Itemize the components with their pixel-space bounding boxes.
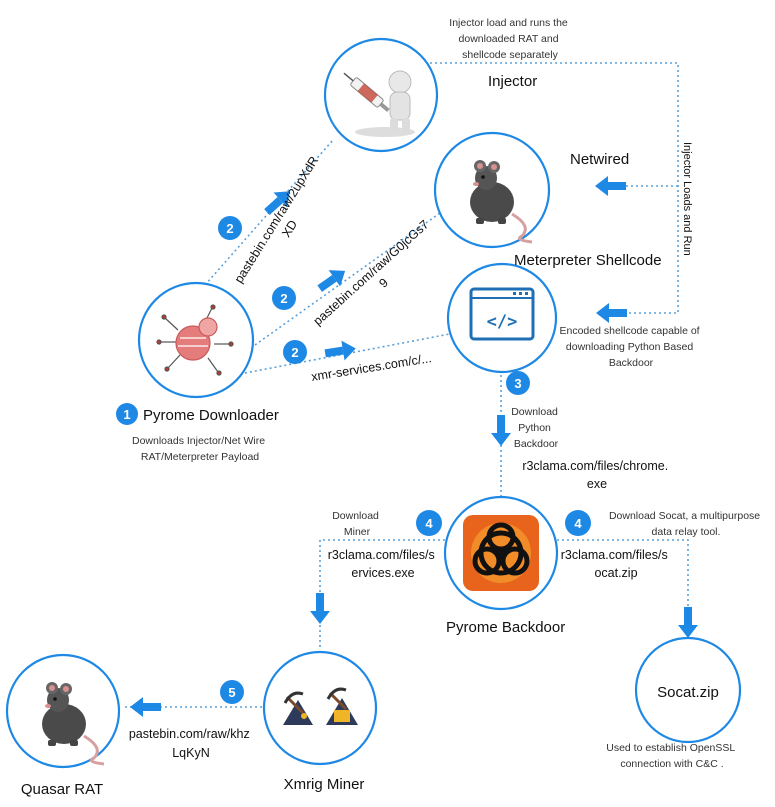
injector-title: Injector (488, 73, 537, 90)
injector-loads-run-label: Injector Loads and Run (681, 142, 693, 256)
edge-backdoor-socat (557, 539, 689, 630)
download-python-label: Download Python Backdoor (511, 406, 561, 450)
arrow-to-socat (678, 607, 698, 638)
chrome-url: r3clama.com/files/chrome. exe (522, 459, 671, 491)
socat-desc: Used to establish OpenSSL connection wit… (606, 742, 738, 770)
node-netwired (433, 131, 551, 249)
downloader-title: Pyrome Downloader (143, 407, 279, 424)
step-badge-3: 3 (506, 371, 530, 395)
step-badge-4: 4 (416, 510, 442, 536)
arrow-to-netwired (595, 176, 626, 196)
injector-url: pastebin.com/raw/2upXdR XD (232, 151, 337, 294)
arrow-to-quasar (130, 697, 161, 717)
svg-text:5: 5 (228, 685, 235, 700)
step-badges: 1 2 2 2 3 4 4 5 (116, 216, 591, 704)
svg-text:1: 1 (123, 407, 130, 422)
node-backdoor (443, 495, 559, 611)
pickaxe-icon (283, 687, 358, 725)
node-quasar (5, 653, 121, 769)
node-titles: Injector Netwired Meterpreter Shellcode … (21, 73, 719, 798)
svg-text:3: 3 (514, 376, 521, 391)
step-badge-2: 2 (283, 340, 307, 364)
socat-title: Socat.zip (657, 684, 719, 701)
svg-text:</>: </> (487, 312, 518, 332)
syringe-figure-icon (343, 70, 415, 137)
xmrig-title: Xmrig Miner (284, 776, 365, 793)
download-miner-label: Download Miner (332, 510, 382, 538)
injector-desc: Injector load and runs the downloaded RA… (449, 17, 570, 61)
svg-text:4: 4 (574, 516, 582, 531)
node-injector (323, 37, 439, 153)
quasar-title: Quasar RAT (21, 781, 103, 798)
socat-url: r3clama.com/files/s ocat.zip (561, 548, 671, 580)
descriptions: Injector load and runs the downloaded RA… (132, 17, 763, 770)
biohazard-icon (463, 515, 539, 591)
step-badge-2: 2 (218, 216, 242, 240)
svg-text:4: 4 (425, 516, 433, 531)
backdoor-title: Pyrome Backdoor (446, 619, 565, 636)
node-xmrig (262, 650, 378, 766)
node-socat (634, 636, 742, 744)
bug-icon (156, 304, 234, 376)
netwired-title: Netwired (570, 151, 629, 168)
node-meterpreter: </> (446, 262, 558, 374)
step-badge-4: 4 (565, 510, 591, 536)
step-badge-1: 1 (116, 403, 138, 425)
edge-backdoor-xmrig (319, 539, 445, 650)
step-badge-5: 5 (220, 680, 244, 704)
meterpreter-title: Meterpreter Shellcode (514, 252, 662, 269)
arrow-to-xmrig (310, 593, 330, 624)
code-window-icon: </> (469, 287, 535, 341)
arrows (130, 176, 698, 717)
svg-text:2: 2 (291, 345, 298, 360)
svg-text:2: 2 (226, 221, 233, 236)
step-badge-2: 2 (272, 286, 296, 310)
arrow-to-backdoorsrv (324, 340, 356, 361)
services-url: r3clama.com/files/s ervices.exe (328, 548, 438, 580)
arrow-to-injector (264, 191, 290, 216)
download-socat-label: Download Socat, a multipurpose data rela… (609, 510, 763, 538)
svg-text:2: 2 (280, 291, 287, 306)
encoded-desc: Encoded shellcode capable of downloading… (559, 325, 702, 369)
node-downloader (137, 281, 255, 399)
quasar-url: pastebin.com/raw/khz LqKyN (129, 727, 253, 760)
arrow-to-backdoor (491, 415, 511, 446)
downloader-desc: Downloads Injector/Net Wire RAT/Meterpre… (132, 435, 268, 463)
arrow-to-meterpreter (317, 270, 346, 292)
edge-injector-loop (420, 62, 679, 314)
arrow-to-code-window (596, 303, 627, 323)
